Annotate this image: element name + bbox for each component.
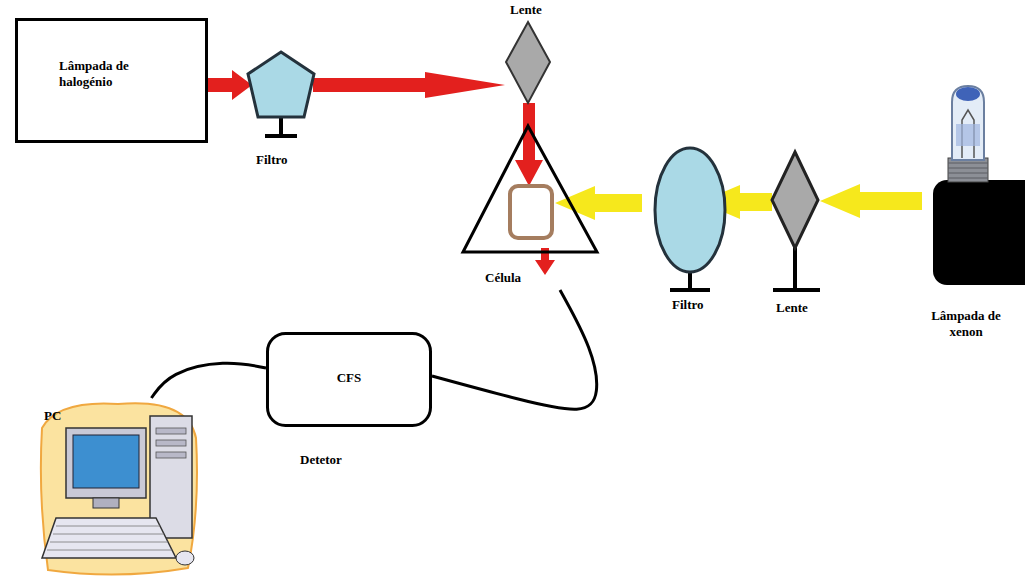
xenon-lamp [933,180,1025,285]
lens [506,22,550,103]
node-title: CFS [266,370,432,386]
xenon-lamp [956,87,980,101]
label-anchor: Lente [776,300,808,316]
xenon-lamp: Lâmpada de xenon [922,80,1025,350]
cuvette [510,186,552,238]
filter [248,52,314,136]
node-shape [266,332,432,472]
computer-icon [53,534,164,535]
node-title: PC [44,408,200,424]
label-anchor: Lente [510,2,542,18]
part-label: Filtro [672,297,704,313]
part-label: Lente [510,2,542,18]
sample-cell: Célula [455,120,605,290]
filter [670,288,710,292]
node-title: Lâmpada de xenon [930,308,1002,340]
node-caption: Detetor [300,452,432,468]
xenon-lamp [948,163,988,164]
xenon-lamp [948,178,988,179]
computer-icon [47,550,172,551]
detector: CFS Detetor [266,332,432,472]
computer-icon [50,542,168,543]
lens [506,22,550,103]
computer-icon [42,518,176,558]
yellow-beam [555,184,922,220]
lens [793,246,797,290]
signal-cable [432,290,597,409]
red-beam [208,70,252,100]
xenon-lamp [952,86,984,160]
node-title: Lâmpada de halogénio [59,58,169,90]
computer-icon [176,551,194,565]
yellow-beam [820,184,922,218]
xenon-lamp [948,168,988,169]
filter [655,148,725,272]
node-shape [455,120,605,290]
node-title: Célula [485,270,605,286]
computer: PC [38,398,200,577]
yellow-beam [555,186,642,220]
cell-triangle [463,126,597,252]
lens [772,152,820,290]
label-anchor: Filtro [256,152,288,168]
computer-icon [66,428,146,498]
part-label: Filtro [256,152,288,168]
computer-icon [156,440,186,446]
label-anchor: Filtro [672,297,704,313]
xenon-lamp [948,158,988,182]
xenon-lamp [948,173,988,174]
computer-icon [93,498,119,508]
computer-icon [41,403,197,574]
filter [248,52,314,117]
lamp-box [17,20,207,142]
computer-icon [73,435,139,488]
filter [265,134,297,138]
filter [279,117,283,136]
lens [773,288,820,292]
red-beam [313,72,505,98]
lens [772,152,818,248]
filter [655,148,725,290]
computer-icon [56,526,160,527]
computer-icon [156,428,186,434]
xenon-lamp [956,124,980,146]
computer-icon [156,452,186,458]
node-shape [38,398,200,577]
xenon-lamp [933,86,1025,285]
lamp-box: Lâmpada de halogénio [15,18,208,143]
signal-cable [151,363,266,398]
part-label: Lente [776,300,808,316]
computer-icon [41,403,197,574]
